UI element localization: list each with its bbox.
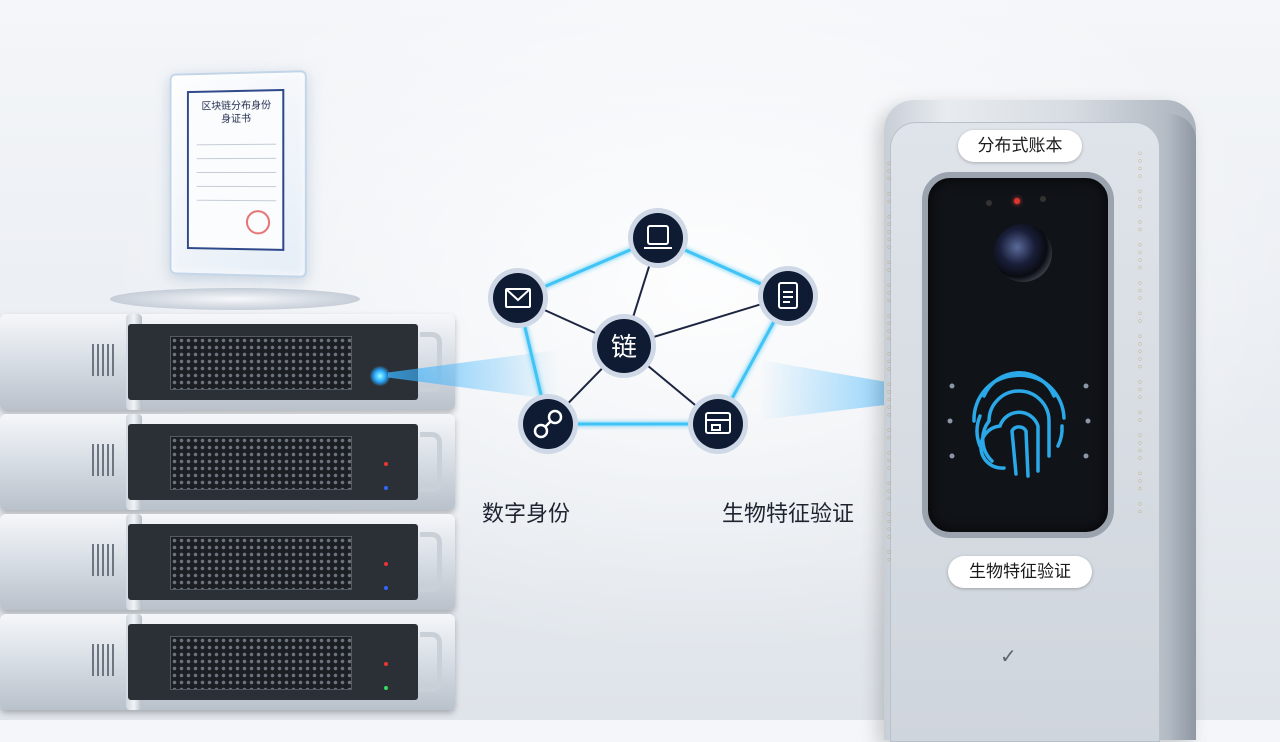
server-unit-2 [0,414,455,510]
distributed-ledger-label: 分布式账本 [958,130,1082,162]
indicator-light-icon [1014,198,1020,204]
card-reader-icon [705,412,731,434]
certificate-stand [110,288,360,310]
engraved-text-decoration: ◦◦◦◦ ◦◦◦ ◦◦ ◦◦◦◦ ◦◦◦ ◦◦ ◦◦◦◦◦ ◦◦◦ ◦◦ ◦◦◦… [1133,150,1146,516]
server-vent [92,544,114,576]
node-bottom-right [688,394,748,454]
server-handle [420,532,442,592]
sensor-dot [1040,196,1046,202]
server-mesh [170,436,352,490]
terminal-side [1166,114,1196,740]
server-mesh [170,636,352,690]
status-led-icon [384,486,388,490]
node-center: 链 [592,314,656,378]
node-bottom-left [518,394,578,454]
status-led-icon [384,562,388,566]
status-led-icon [384,686,388,690]
server-handle [420,432,442,492]
server-unit-1 [0,314,455,410]
node-right [758,266,818,326]
blockchain-network: 链 [488,208,818,454]
envelope-icon [505,288,531,308]
server-unit-3 [0,514,455,610]
server-front-panel [128,624,418,700]
fingerprint-icon [947,371,1091,478]
server-vent [92,344,114,376]
server-mesh [170,336,352,390]
server-glow [370,366,390,386]
node-top [628,208,688,268]
center-label: 链 [611,333,637,363]
biometric-verification-label: 生物特征验证 [722,502,855,527]
status-led-icon [384,662,388,666]
server-vent [92,444,114,476]
server-front-panel [128,424,418,500]
server-mesh [170,536,352,590]
document-icon [644,225,672,249]
sensor-dot [986,200,992,206]
server-unit-4 [0,614,455,710]
node-left [488,268,548,328]
biometric-label: 生物特征验证 [948,556,1092,588]
camera-lens-icon [994,224,1052,282]
digital-identity-label: 数字身份 [482,502,571,527]
server-front-panel [128,524,418,600]
status-led-icon [384,586,388,590]
status-led-icon [384,462,388,466]
link-icon [533,409,563,439]
server-vent [92,644,114,676]
server-handle [420,632,442,692]
id-card-icon [778,282,798,309]
server-front-panel [128,324,418,400]
server-handle [420,332,442,392]
brand-emblem-icon: ✓ [1000,644,1017,668]
engraved-text-decoration: ◦◦◦ ◦◦ ◦◦◦◦◦ ◦◦ ◦◦◦ ◦◦◦◦ ◦◦◦ ◦◦◦◦◦ ◦◦ ◦◦… [882,160,895,564]
